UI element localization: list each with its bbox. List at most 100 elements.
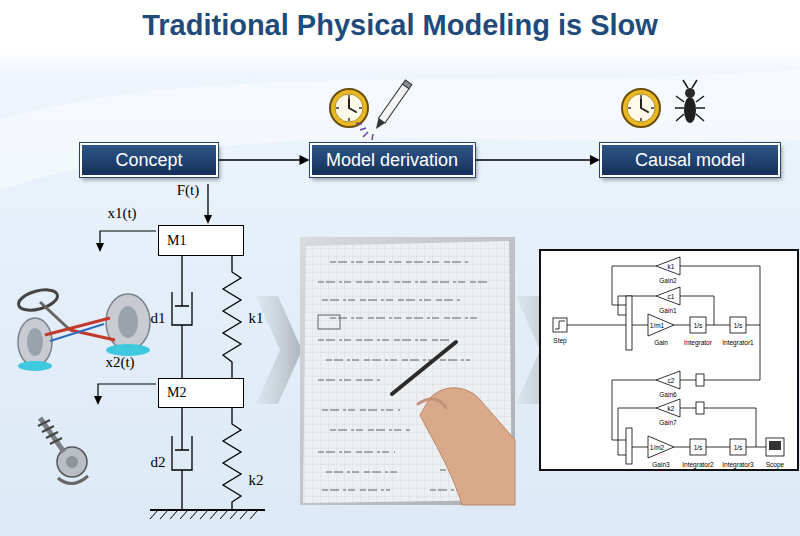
step-block [553,318,567,332]
x2-arrowhead [94,396,102,405]
spring-label: k1 [249,310,264,327]
control-arm [58,476,88,484]
gain-block [656,371,680,389]
gain-block [656,257,680,275]
integrator-block [730,317,746,333]
model-panel [540,250,798,470]
gain-value: c2 [668,377,675,384]
pencil-tip [373,118,385,131]
ground-hatch [150,510,258,519]
flow-arrow [218,155,310,165]
scope-block [766,438,784,456]
block-name: Integrator [683,339,713,346]
damper-d2 [172,408,192,510]
block-name: Gain6 [658,391,677,398]
box-label: Concept [115,150,182,171]
clock-face [627,94,655,122]
block-name: Integrator2 [681,461,714,468]
x1-arrowhead [96,243,104,252]
block-name: Integrator3 [721,461,754,468]
gain-value: k1 [668,263,675,270]
pencil-body [378,84,409,123]
paper-photo [300,237,515,505]
pen [392,342,456,394]
box-label: Model derivation [326,150,458,171]
spring-label: k2 [249,472,264,489]
signal-lines [567,266,766,455]
sum-block [696,374,704,386]
finger [418,399,446,408]
mass-spring-damper [94,184,265,519]
slide-title: Traditional Physical Modeling is Slow [0,9,800,42]
clock-rim [622,89,660,127]
integrator-block [730,439,746,455]
integrator-value: 1/s [734,322,743,329]
process-box: Model derivation [310,143,475,177]
wheel-base [18,361,52,371]
wheel-hub [118,306,138,338]
block-name: Gain7 [658,419,677,426]
gain-value: 1/m2 [650,444,664,451]
bug-head [685,88,695,98]
integrator-block [690,439,706,455]
x2-arrow [98,384,156,397]
scope-screen [769,441,781,450]
clock-face [335,94,363,122]
displacement-label: x1(t) [107,205,136,222]
clock-icon [622,89,660,127]
background-swoosh [0,70,800,190]
displacement-label: x2(t) [105,354,134,371]
gain-block [648,314,674,336]
clock-ticks [628,95,654,121]
sum-block [696,402,704,414]
clock-rim [330,89,368,127]
arrowhead [590,155,600,165]
pencil-end [402,80,411,89]
handwriting-box [318,315,340,329]
simulink-model [540,250,798,470]
block-name: Scope [765,461,785,468]
box-label: Causal model [635,150,745,171]
wheel [18,318,52,366]
suspension-figure [38,418,88,484]
bug-body [684,97,696,123]
force-arrow [207,184,208,216]
block-name: Step [552,337,567,344]
damper-label: d2 [151,454,166,471]
hand [420,388,515,505]
flow-arrow [475,155,601,165]
spring-k2 [223,408,241,510]
spring-k1 [223,256,241,378]
link-rod [50,324,104,341]
gain-block [656,287,680,305]
box-label: M1 [167,233,186,249]
mass-block: M2 [158,378,244,408]
gain-block [648,436,674,458]
process-box: Concept [80,143,218,177]
arrow-line [218,159,301,161]
gain-value: 1/m1 [650,322,664,329]
gain-value: c1 [668,293,675,300]
sum-block [626,428,632,464]
wheel-hub [27,328,43,356]
box-label: M2 [167,385,186,401]
damper-d1 [172,256,192,378]
step-symbol [555,321,565,329]
integrator-value: 1/s [734,444,743,451]
arrowhead [300,155,310,165]
clock-ticks [336,95,362,121]
pencil-sparks [356,123,373,140]
arrow-line [475,159,592,161]
gain-value: k2 [668,405,675,412]
wheel [106,294,150,350]
block-name: Gain [653,339,669,346]
tie-rod [45,318,115,340]
coil-spring [38,420,62,444]
photo-ground [300,237,515,505]
steering-wheel [16,286,59,314]
sum-block [626,296,632,350]
bug-icon [675,80,705,123]
gain-block [656,399,680,417]
